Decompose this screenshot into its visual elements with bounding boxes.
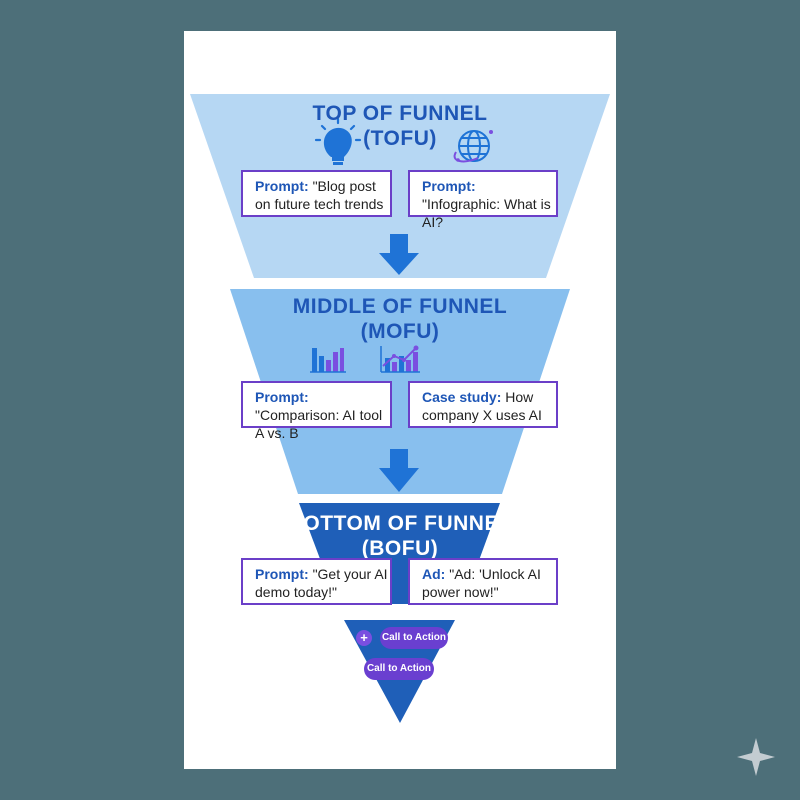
lightbulb-icon — [314, 117, 362, 165]
prompt-text: "Get your AI demo today!" — [255, 566, 388, 600]
call-to-action-button[interactable]: Call to Action — [380, 627, 448, 649]
prompt-text: "Blog post on future tech trends — [255, 178, 384, 212]
tofu-title: TOP OF FUNNEL (TOFU) — [0, 101, 800, 151]
tofu-title-line2: (TOFU) — [363, 127, 437, 150]
call-to-action-button[interactable]: Call to Action — [364, 658, 434, 680]
mofu-title: MIDDLE OF FUNNEL (MOFU) — [0, 294, 800, 344]
globe-icon — [453, 130, 493, 163]
tofu-prompt-box-2: Prompt: "Infographic: What is AI? — [408, 170, 558, 230]
mofu-band — [230, 289, 570, 494]
prompt-text: "Comparison: AI tool A vs. B — [255, 407, 383, 441]
prompt-label: Case study: — [422, 389, 502, 405]
bofu-ad-box: Ad: "Ad: 'Unlock AI power now!" — [408, 558, 558, 605]
sparkle-icon — [737, 738, 775, 776]
bar-chart-icon — [310, 348, 346, 373]
bofu-title-line2: (BOFU) — [361, 537, 439, 560]
prompt-text: "Infographic: What is AI? — [422, 196, 551, 230]
bofu-prompt-box: Prompt: "Get your AI demo today!" — [241, 558, 392, 605]
tofu-prompt-box-1: Prompt: "Blog post on future tech trends — [241, 170, 392, 217]
trend-chart-icon — [380, 345, 420, 373]
bofu-title-line1: BOTTOM OF FUNNEL — [287, 512, 513, 535]
ad-label: Ad: — [422, 566, 446, 582]
tofu-title-line1: TOP OF FUNNEL — [312, 102, 488, 125]
tofu-band — [190, 94, 610, 278]
mofu-case-study-box: Case study: How company X uses AI — [408, 381, 558, 428]
mofu-prompt-box-1: Prompt: "Comparison: AI tool A vs. B — [241, 381, 392, 441]
prompt-label: Prompt: — [255, 178, 309, 194]
prompt-label: Prompt: — [255, 566, 309, 582]
mofu-title-line2: (MOFU) — [360, 320, 440, 343]
bofu-title: BOTTOM OF FUNNEL (BOFU) — [0, 511, 800, 561]
add-icon[interactable]: + — [356, 630, 372, 646]
mofu-title-line1: MIDDLE OF FUNNEL — [292, 295, 508, 318]
arrow-down-icon — [379, 234, 419, 275]
arrow-down-icon — [379, 449, 419, 492]
prompt-label: Prompt: — [255, 389, 309, 405]
prompt-text: How company X uses AI — [422, 389, 542, 423]
prompt-label: Prompt: — [422, 178, 476, 194]
ad-text: "Ad: 'Unlock AI power now!" — [422, 566, 541, 600]
